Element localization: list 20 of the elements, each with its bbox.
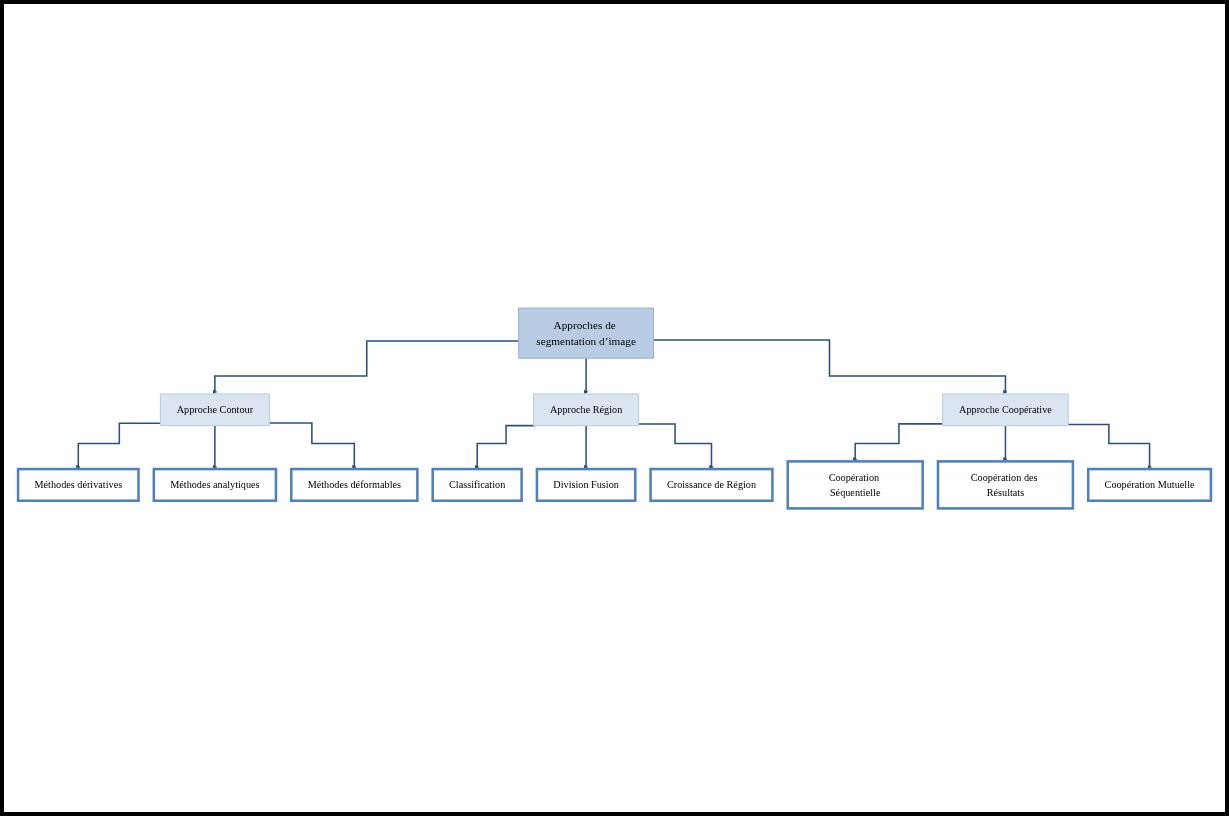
node-box: Méthodes dérivatives (16, 467, 140, 502)
node-box: Approche Coopérative (942, 393, 1069, 426)
node-box: Méthodes analytiques (152, 467, 278, 502)
node-box: Croissance de Région (649, 467, 774, 502)
arrow (212, 424, 218, 469)
node-box: Coopération Séquentielle (786, 459, 924, 510)
node-box: Approche Région (533, 393, 640, 426)
node-box: Coopération des Résultats (936, 459, 1075, 510)
node-box: Division Fusion (535, 467, 637, 502)
arrow (852, 422, 944, 462)
arrow (583, 357, 589, 394)
node-box: Approche Contour (159, 393, 270, 426)
node-box: Approches de segmentation d’image (518, 307, 655, 359)
node-box: Coopération Mutuelle (1086, 467, 1213, 502)
arrow (1003, 424, 1008, 462)
node-box: Méthodes déformables (290, 467, 419, 502)
arrow (583, 424, 589, 469)
node-box: Classification (431, 467, 523, 502)
arrow (474, 424, 536, 469)
arrow (1067, 423, 1152, 469)
